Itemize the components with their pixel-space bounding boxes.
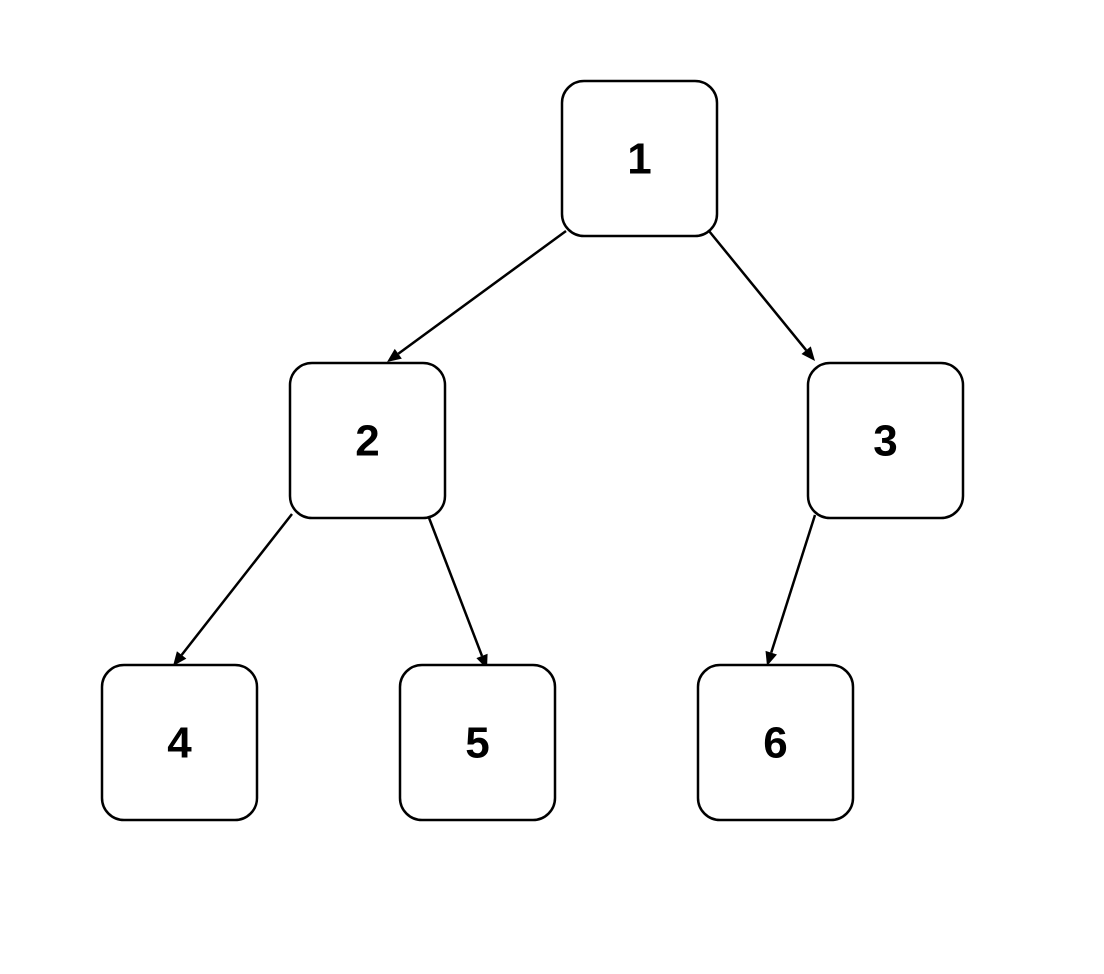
edge-1-to-3: [708, 230, 808, 351]
node-1[interactable]: 1: [560, 79, 719, 238]
edge-2-to-4: [180, 513, 293, 656]
node-4[interactable]: 4: [100, 663, 259, 822]
arrowhead-1-to-3: [801, 346, 815, 361]
arrowhead-1-to-2: [387, 348, 402, 362]
node-5[interactable]: 5: [398, 663, 557, 822]
edge-2-to-5: [424, 509, 484, 657]
node-5-box: [398, 663, 557, 822]
node-3[interactable]: 3: [806, 361, 965, 520]
node-4-box: [100, 663, 259, 822]
node-6-box: [696, 663, 855, 822]
node-3-box: [806, 361, 965, 520]
arrowhead-3-to-6: [765, 650, 777, 666]
node-2[interactable]: 2: [288, 361, 447, 520]
node-2-box: [288, 361, 447, 520]
node-6-label: 6: [763, 719, 787, 768]
node-1-box: [560, 79, 719, 238]
node-2-label: 2: [355, 417, 379, 466]
edge-1-to-2: [397, 229, 567, 355]
node-1-label: 1: [627, 135, 651, 184]
node-6[interactable]: 6: [696, 663, 855, 822]
node-3-label: 3: [873, 417, 897, 466]
node-4-label: 4: [167, 719, 192, 768]
edges-layer: [173, 229, 817, 669]
edge-3-to-6: [770, 514, 817, 654]
node-5-label: 5: [465, 719, 489, 768]
arrowhead-2-to-4: [173, 651, 187, 666]
